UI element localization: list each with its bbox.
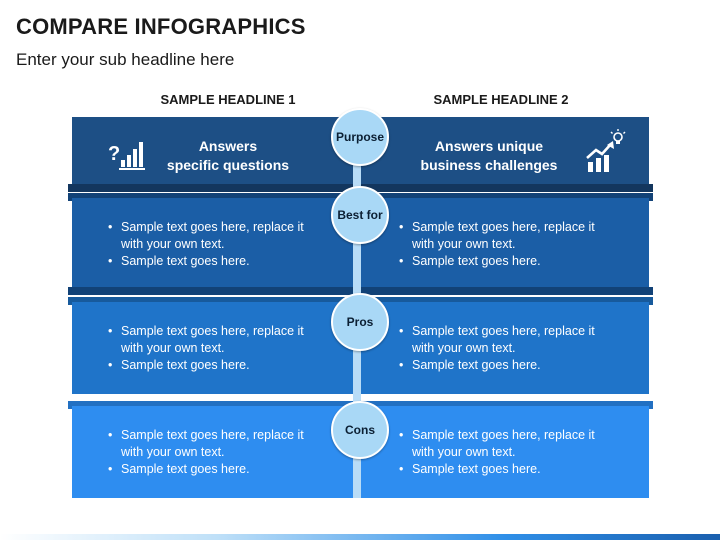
list-item: Sample text goes here. [398,461,608,478]
pros-left-list: Sample text goes here, replace it with y… [107,323,307,374]
list-item: Sample text goes here. [107,461,317,478]
footer-gradient-bar [0,534,720,540]
left-column-headline: SAMPLE HEADLINE 1 [160,92,296,107]
list-item: Sample text goes here, replace it with y… [107,323,307,357]
best-for-right-list: Sample text goes here, replace it with y… [398,219,608,270]
purpose-right-text: Answers unique business challenges [420,138,558,173]
list-item: Sample text goes here, replace it with y… [398,323,608,357]
list-item: Sample text goes here. [107,253,307,270]
best-for-left-list: Sample text goes here, replace it with y… [107,219,307,270]
right-column-headline: SAMPLE HEADLINE 2 [433,92,569,107]
best-for-node: Best for [331,186,389,244]
cons-node: Cons [331,401,389,459]
pros-right-list: Sample text goes here, replace it with y… [398,323,608,374]
list-item: Sample text goes here, replace it with y… [107,427,317,461]
list-item: Sample text goes here, replace it with y… [398,219,608,253]
list-item: Sample text goes here, replace it with y… [107,219,307,253]
list-item: Sample text goes here. [398,253,608,270]
growth-chart-idea-icon [586,129,626,172]
slide-subtitle: Enter your sub headline here [16,50,235,69]
svg-text:?: ? [108,143,120,165]
cons-right-list: Sample text goes here, replace it with y… [398,427,608,478]
purpose-left-text: Answers specific questions [166,138,290,173]
slide-title: COMPARE INFOGRAPHICS [16,14,306,39]
list-item: Sample text goes here, replace it with y… [398,427,608,461]
cons-left-list: Sample text goes here, replace it with y… [107,427,317,478]
list-item: Sample text goes here. [107,357,307,374]
pros-node: Pros [331,293,389,351]
purpose-node: Purpose [331,108,389,166]
list-item: Sample text goes here. [398,357,608,374]
question-bar-chart-icon: ? [108,142,145,170]
